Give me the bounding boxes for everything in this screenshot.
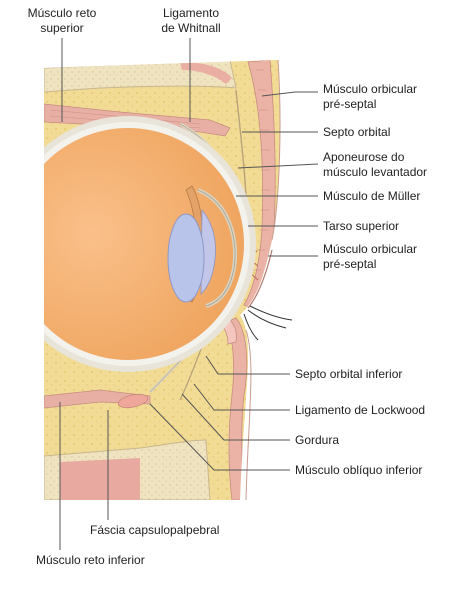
leader-aponeurose [237,163,319,169]
iris [200,208,216,295]
label-aponeurose: Aponeurose do músculo levantador [323,150,428,179]
label-orbicular-1: Músculo orbicular pré-septal [323,82,418,111]
upper-skin-contour [271,59,281,241]
label-muller: Músculo de Müller [323,189,421,203]
label-reto-inferior: Músculo reto inferior [36,553,145,567]
label-gordura: Gordura [295,433,340,447]
label-septo-orbital: Septo orbital [323,125,391,139]
leader-septo-inferior [205,355,290,375]
lower-lid-orbicularis [225,317,248,500]
eyelash-upper [249,305,293,321]
upper-vessel-fragment [180,62,232,84]
eyelash-lower [243,313,259,341]
leader-obliquo [149,403,290,471]
label-reto-superior: Músculo reto superior [27,6,97,35]
leader-lockwood [193,383,290,411]
label-whitnall: Ligamento de Whitnall [161,6,221,35]
eyelash-upper-2 [247,309,287,329]
orbital-septum [235,89,247,197]
inferior-oblique-muscle [117,393,149,409]
leader-lines [59,38,319,550]
label-septo-inferior: Septo orbital inferior [295,367,403,381]
label-obliquo-inferior: Músculo oblíquo inferior [295,463,423,477]
label-orbicular-2: Músculo orbicular pré-septal [323,242,418,271]
label-lockwood: Ligamento de Lockwood [295,403,426,417]
lower-skin-contour [245,329,252,501]
leader-orbicular-1 [261,91,318,97]
eyeball [44,116,256,372]
label-fascia: Fáscia capsulopalpebral [90,523,220,537]
lens [167,213,205,303]
maxillary-sinus-lining [60,458,140,500]
leader-gordura [181,393,290,441]
label-tarso-superior: Tarso superior [323,219,400,233]
